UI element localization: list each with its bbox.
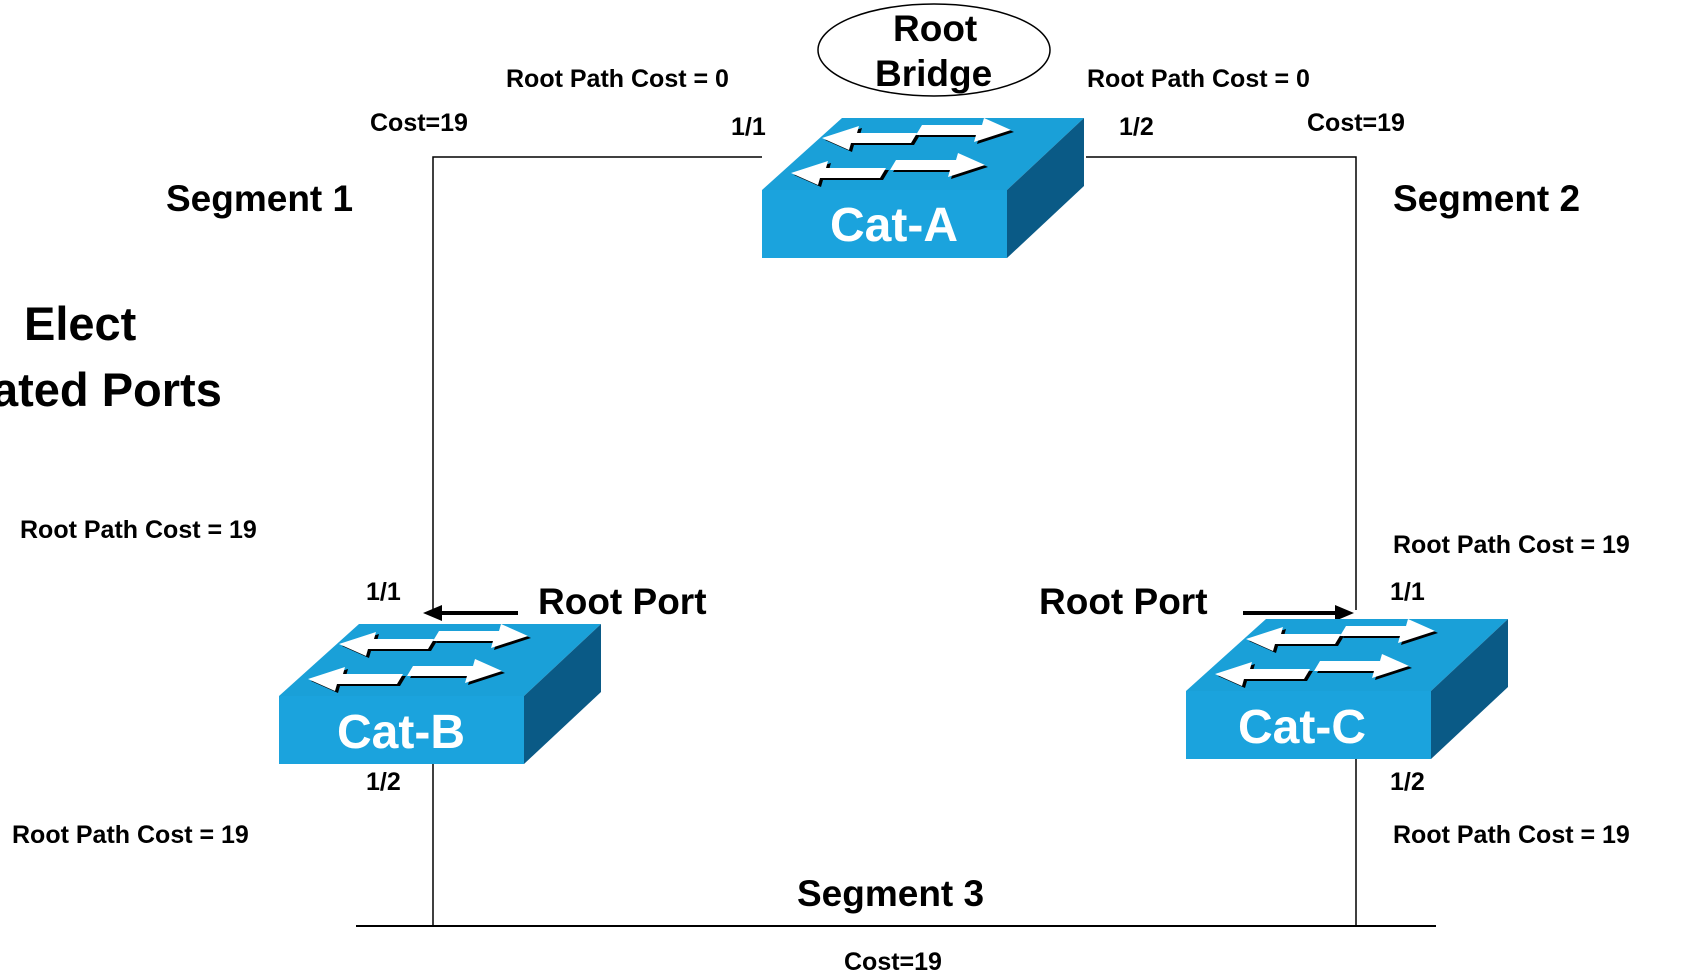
segment-1-link (432, 156, 762, 612)
segment-2-cost: Cost=19 (1307, 109, 1405, 137)
root-bridge-label-line1: Root (893, 8, 978, 49)
segment-1-name: Segment 1 (166, 178, 354, 219)
cat-a-port-1-2: 1/2 (1119, 113, 1154, 141)
segment-2-name: Segment 2 (1393, 178, 1581, 219)
switch-cat-b-name: Cat-B (337, 706, 465, 759)
segment-3-name: Segment 3 (797, 873, 985, 914)
cat-a-right-root-path-cost: Root Path Cost = 0 (1087, 65, 1310, 93)
root-port-arrow-c (1243, 605, 1354, 621)
cat-b-port-1-2: 1/2 (366, 768, 401, 796)
title-line-2: ated Ports (0, 363, 222, 416)
title-line-1: Elect (24, 297, 137, 350)
segment-1-cost: Cost=19 (370, 109, 468, 137)
cat-c-top-root-path-cost: Root Path Cost = 19 (1393, 531, 1630, 559)
segment-3-cost: Cost=19 (844, 948, 942, 972)
cat-b-port-1-1: 1/1 (366, 578, 401, 606)
switch-cat-c-name: Cat-C (1238, 701, 1366, 754)
cat-a-left-root-path-cost: Root Path Cost = 0 (506, 65, 729, 93)
switch-cat-c[interactable]: Cat-C (1186, 619, 1508, 759)
cat-b-bottom-root-path-cost: Root Path Cost = 19 (12, 821, 249, 849)
switch-cat-a-name: Cat-A (830, 199, 958, 252)
cat-b-top-root-path-cost: Root Path Cost = 19 (20, 516, 257, 544)
cat-c-bottom-root-path-cost: Root Path Cost = 19 (1393, 821, 1630, 849)
cat-c-root-port-label: Root Port (1039, 581, 1208, 622)
switch-cat-b[interactable]: Cat-B (279, 624, 601, 764)
root-bridge-ellipse (817, 3, 1051, 97)
cat-a-port-1-1: 1/1 (731, 113, 766, 141)
segment-2-link (1086, 156, 1357, 610)
switch-cat-a[interactable]: Cat-A (762, 118, 1084, 258)
root-port-arrow-b (423, 605, 518, 621)
cat-c-port-1-1: 1/1 (1390, 578, 1425, 606)
root-bridge-label-line2: Bridge (875, 53, 993, 94)
cat-b-root-port-label: Root Port (538, 581, 707, 622)
cat-c-port-1-2: 1/2 (1390, 768, 1425, 796)
